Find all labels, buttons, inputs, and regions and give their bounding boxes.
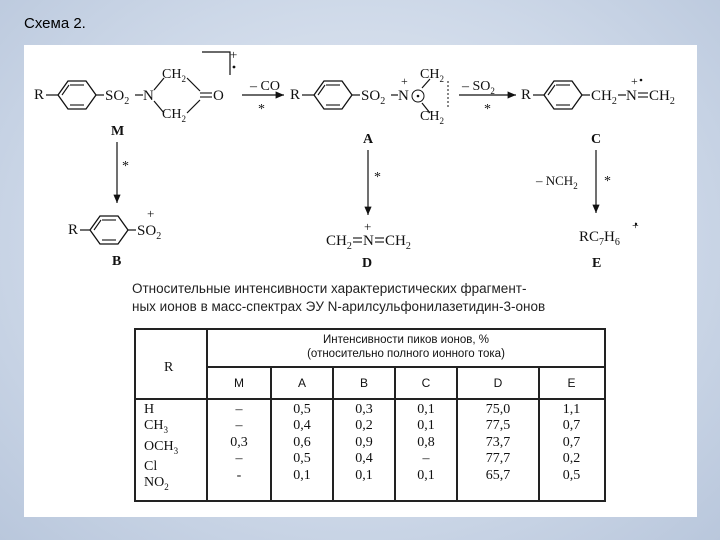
star-2: * (484, 102, 491, 117)
ion-label-C: C (591, 132, 601, 147)
table-divider (538, 367, 540, 500)
svg-text:CH2: CH2 (420, 109, 444, 126)
molecule-D: + CH2 N CH2 (326, 219, 411, 252)
svg-text:+: + (401, 74, 408, 88)
r-value: Cl (144, 458, 158, 474)
ion-label-E: E (592, 256, 601, 271)
svg-text:SO2: SO2 (361, 88, 385, 107)
svg-text:R: R (68, 222, 78, 238)
table-divider (394, 367, 396, 500)
radical-dot-icon (232, 65, 236, 69)
table-divider (456, 367, 458, 500)
star-5: * (604, 174, 611, 189)
svg-text:CH2: CH2 (591, 88, 617, 107)
radical-circle-icon (411, 89, 425, 103)
svg-text:+: + (364, 219, 371, 234)
svg-text:N: N (626, 88, 637, 104)
content-panel: R SO2 N CH2 CH2 O + M (24, 45, 697, 517)
table-divider (270, 367, 272, 500)
col-header-e: E (567, 376, 576, 390)
svg-text:CH2: CH2 (649, 88, 675, 107)
r-label: R (34, 87, 44, 103)
minus-nch2-label: – NCH2 (535, 173, 578, 191)
col-header-b: B (359, 376, 368, 390)
intensity-table: R Интенсивности пиков ионов, % (относите… (134, 328, 606, 502)
column-b-values: 0,3 0,2 0,9 0,4 0,1 (355, 402, 373, 483)
molecule-C: R CH2 N + CH2 (521, 74, 675, 110)
r-value: CH3 (144, 418, 168, 436)
bracket-icon (202, 51, 231, 75)
svg-text:CH2: CH2 (385, 233, 411, 252)
table-divider (136, 398, 604, 400)
svg-text:+: + (631, 74, 638, 88)
benzene-ring-icon (313, 80, 353, 110)
table-divider (206, 330, 208, 500)
ch2-bottom: CH2 (162, 107, 186, 124)
col-header-c: C (421, 376, 431, 390)
table-divider (332, 367, 334, 500)
molecule-E: RC7H6 + (579, 218, 639, 248)
benzene-ring-icon (89, 215, 129, 245)
column-d-values: 75,0 77,5 73,7 77,7 65,7 (485, 402, 511, 483)
ion-label-M: M (111, 124, 124, 139)
benzene-ring-icon (57, 80, 97, 110)
r-value: H (144, 402, 155, 417)
svg-text:RC7H6: RC7H6 (579, 229, 620, 248)
minus-so2-label: – SO2 (461, 79, 495, 96)
svg-text:N: N (363, 233, 374, 249)
ch2-top: CH2 (162, 67, 186, 84)
r-value: OCH3 (144, 438, 179, 456)
ion-label-D: D (362, 256, 372, 271)
svg-text:CH2: CH2 (420, 67, 444, 84)
fragmentation-scheme: R SO2 N CH2 CH2 O + M (34, 47, 675, 271)
column-m-values: – – 0,3 – - (230, 402, 248, 483)
svg-text:CH2: CH2 (326, 233, 352, 252)
header-r: R (164, 360, 174, 375)
column-a-values: 0,5 0,4 0,6 0,5 0,1 (293, 402, 311, 483)
star-3: * (122, 159, 129, 174)
charge-plus: + (230, 47, 237, 62)
col-header-a: A (297, 376, 306, 390)
svg-text:R: R (290, 87, 300, 103)
svg-text:SO2: SO2 (137, 223, 161, 242)
svg-text:R: R (521, 87, 531, 103)
svg-text:+: + (147, 206, 154, 221)
header-sub: (относительно полного ионного тока) (307, 348, 505, 360)
r-column: H CH3 OCH3 Cl NO2 (144, 402, 178, 495)
molecule-B: R + SO2 (68, 206, 161, 245)
r-value: NO2 (144, 475, 169, 493)
star-1: * (258, 102, 265, 117)
n-label: N (143, 88, 154, 104)
benzene-ring-icon (543, 80, 583, 110)
minus-co-label: – CO (249, 79, 280, 94)
svg-text:N: N (398, 88, 409, 104)
so2-label: SO2 (105, 88, 129, 107)
table-divider (208, 366, 604, 368)
col-header-d: D (493, 376, 503, 390)
molecule-A: R SO2 N + CH2 CH2 (290, 67, 449, 126)
ion-label-B: B (112, 254, 121, 269)
header-main: Интенсивности пиков ионов, % (323, 334, 489, 346)
molecule-M: R SO2 N CH2 CH2 O + (34, 47, 237, 124)
col-header-m: M (234, 376, 244, 390)
table-caption: Относительные интенсивности характеристи… (132, 281, 546, 314)
star-4: * (374, 170, 381, 185)
column-c-values: 0,1 0,1 0,8 – 0,1 (417, 402, 435, 483)
o-label: O (213, 88, 224, 104)
ion-label-A: A (363, 132, 374, 147)
slide-title: Схема 2. (24, 15, 86, 32)
column-e-values: 1,1 0,7 0,7 0,2 0,5 (562, 402, 581, 483)
